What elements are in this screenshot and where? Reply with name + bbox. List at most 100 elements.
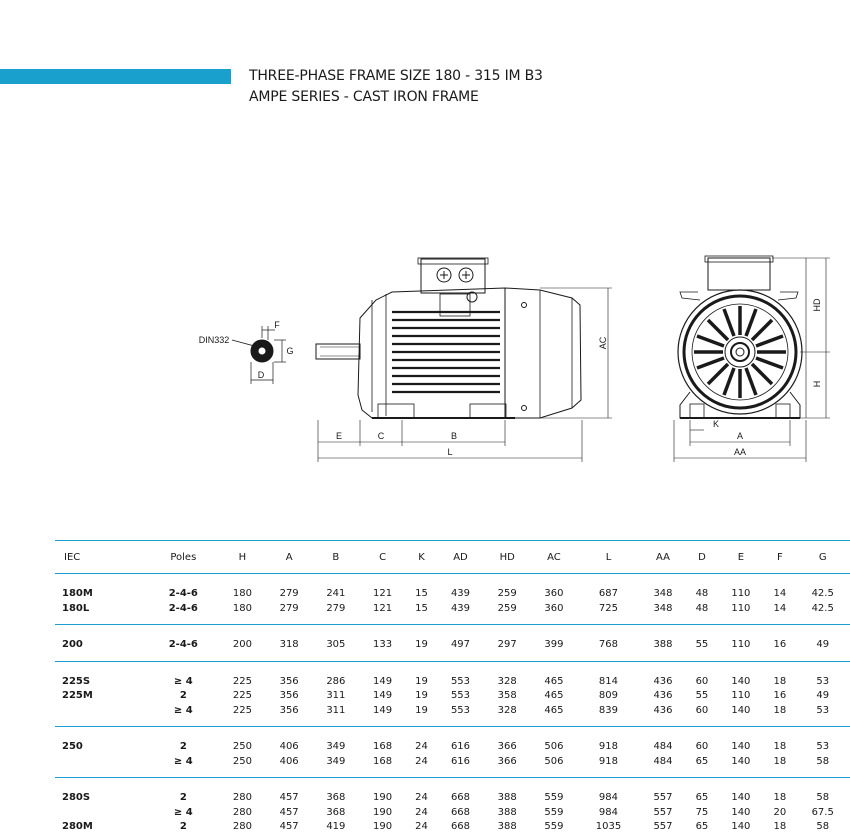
table-cell: 668 [450,806,471,818]
dim-A: A [737,431,743,441]
table-cell: 2-4-6 [147,624,220,662]
table-cell: 14 [764,601,796,625]
table-cell: ≥ 4 [147,754,220,778]
table-cell: 18 [773,741,787,752]
table-cell: 559 [544,821,564,832]
table-cell: 918 [577,754,640,778]
table-cell: 225S [62,675,91,687]
table-cell: 19 [415,675,428,687]
column-header-g: G [795,540,850,574]
table-cell: 18 [773,821,787,832]
table-cell: 280 [232,792,252,803]
table-cell: 2 [179,741,187,752]
table-cell: ≥ 4 [173,806,193,818]
table-cell: 65 [695,792,709,803]
table-cell: 140 [731,806,751,818]
table-cell [55,703,148,727]
table-cell: 65 [695,821,709,832]
table-cell: 110 [717,624,765,662]
column-header-poles: Poles [147,540,220,574]
table-cell: 465 [544,690,564,701]
column-header-b: B [312,540,360,574]
table-cell: 297 [483,624,531,662]
table-cell: 2 [179,821,187,832]
column-header-ad: AD [437,540,484,574]
page-title: THREE-PHASE FRAME SIZE 180 - 315 IM B3 [249,68,543,84]
table-cell: 140 [731,821,751,832]
table-cell: 279 [312,601,360,625]
shaft-label: DIN332 [199,335,230,345]
table-cell: 436 [653,690,673,701]
dim-D: D [258,370,265,380]
front-dimensions [673,257,830,462]
table-cell: 110 [731,690,751,701]
table-cell: 121 [359,601,406,625]
table-cell: 53 [816,741,830,752]
table-cell: 768 [577,624,640,662]
table-cell: 60 [686,703,718,727]
table-cell: 42.5 [811,588,834,599]
table-cell: 809 [598,690,619,701]
table-cell: 368 [326,806,346,818]
table-cell: 18 [773,792,787,803]
table-cell: 348 [653,588,673,599]
dim-K: K [713,419,719,429]
table-cell: 918 [598,741,619,752]
page-subtitle: AMPE SERIES - CAST IRON FRAME [249,89,479,105]
table-cell: 16 [764,624,796,662]
table-cell: 557 [653,821,673,832]
table-cell: 190 [373,821,393,832]
table-cell: 24 [415,806,428,818]
table-cell: 279 [279,588,299,599]
table-cell: 60 [695,741,709,752]
table-cell: 180 [232,588,252,599]
table-cell: 497 [437,624,484,662]
table-cell: ≥ 4 [173,675,193,687]
table-cell: 419 [326,821,346,832]
table-cell: 140 [731,792,751,803]
table-cell: 457 [279,821,299,832]
table-cell: 149 [373,690,393,701]
table-cell: 457 [279,792,299,803]
table-cell: 15 [405,601,438,625]
table-cell: 20 [773,806,787,818]
table-cell: 140 [731,741,751,752]
table-cell: 406 [265,754,313,778]
table-cell: 58 [795,754,850,778]
table-cell: 553 [450,675,471,687]
table-cell: 53 [795,703,850,727]
table-cell: 557 [653,806,673,818]
table-cell: 984 [598,792,619,803]
table-cell: 259 [483,601,531,625]
table-cell: 349 [326,741,346,752]
table-cell: 506 [530,754,578,778]
table-cell: 553 [437,703,484,727]
table-cell: 48 [695,588,709,599]
accent-bar [0,69,231,84]
table-cell: 286 [326,675,346,687]
table-cell: 67.5 [811,806,834,818]
dim-L: L [447,447,452,457]
table-cell: 19 [405,703,438,727]
table-cell: 250 [219,754,266,778]
column-header-l: L [577,540,640,574]
column-header-ac: AC [530,540,578,574]
table-cell: 328 [497,675,517,687]
table-cell: 280 [232,806,252,818]
table-cell: 149 [373,675,393,687]
table-cell: 616 [437,754,484,778]
table-cell: 75 [695,806,709,818]
table-cell: 58 [816,792,830,803]
table-cell: 280M [62,821,93,832]
table-cell: 725 [577,601,640,625]
table-cell: 358 [497,690,517,701]
table-cell: 42.5 [795,601,850,625]
table-cell: 225M [62,690,93,701]
table-cell: 140 [717,703,765,727]
